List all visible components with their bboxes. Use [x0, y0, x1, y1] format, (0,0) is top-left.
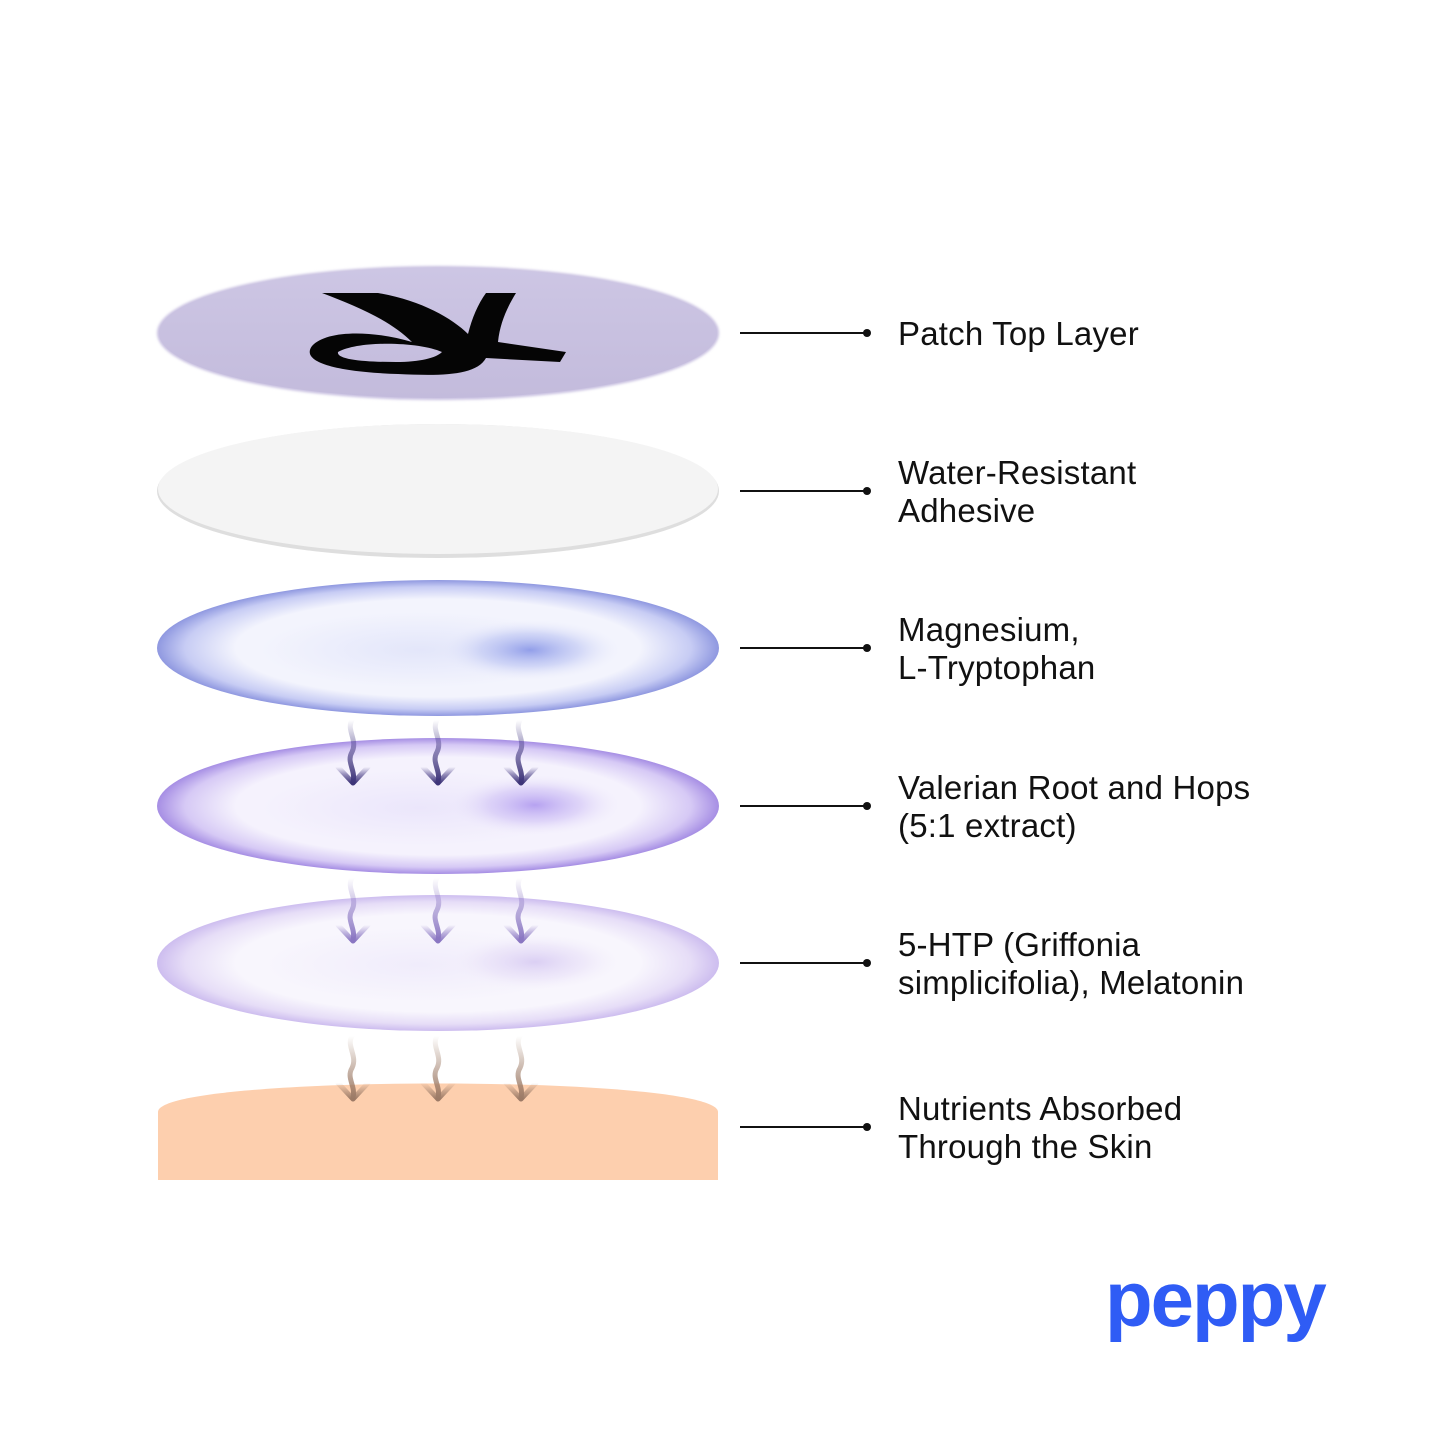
label-line: Water-Resistant — [898, 454, 1137, 491]
downward-squiggle-arrow-icon — [420, 875, 456, 944]
peppy-logo-mark-icon — [309, 293, 566, 375]
label-line: (5:1 extract) — [898, 807, 1077, 844]
arrows-row-2 — [335, 875, 539, 944]
label-valerian: Valerian Root and Hops (5:1 extract) — [898, 769, 1418, 845]
brand-wordmark: peppy — [1105, 1268, 1326, 1343]
valerian-layer-disc — [157, 738, 719, 874]
leader-line-top — [740, 329, 871, 337]
downward-squiggle-arrow-icon — [503, 717, 539, 786]
downward-squiggle-arrow-icon — [420, 717, 456, 786]
label-line: Valerian Root and Hops — [898, 769, 1251, 806]
leader-line-adhesive — [740, 487, 871, 495]
downward-squiggle-arrow-icon — [503, 1033, 539, 1102]
htp-layer-disc — [157, 895, 719, 1031]
patch-top-layer-disc — [157, 266, 719, 400]
downward-squiggle-arrow-icon — [503, 875, 539, 944]
label-line: Magnesium, — [898, 611, 1080, 648]
leader-lines — [740, 329, 871, 1131]
downward-squiggle-arrow-icon — [335, 717, 371, 786]
downward-squiggle-arrow-icon — [335, 875, 371, 944]
label-htp: 5-HTP (Griffonia simplicifolia), Melaton… — [898, 926, 1418, 1002]
label-water-resistant-adhesive: Water-Resistant Adhesive — [898, 454, 1418, 530]
label-line: Patch Top Layer — [898, 315, 1139, 352]
label-line: Nutrients Absorbed — [898, 1090, 1183, 1127]
label-magnesium: Magnesium, L-Tryptophan — [898, 611, 1418, 687]
label-line: Through the Skin — [898, 1128, 1153, 1165]
magnesium-layer-disc — [157, 580, 719, 716]
downward-squiggle-arrow-icon — [420, 1033, 456, 1102]
leader-line-magnesium — [740, 644, 871, 652]
leader-line-htp — [740, 959, 871, 967]
downward-squiggle-arrow-icon — [335, 1033, 371, 1102]
label-line: Adhesive — [898, 492, 1036, 529]
leader-line-valerian — [740, 802, 871, 810]
label-line: 5-HTP (Griffonia — [898, 926, 1141, 963]
arrows-row-3 — [335, 1033, 539, 1102]
arrows-row-1 — [335, 717, 539, 786]
peppy-brand-logo: peppy — [1105, 1268, 1328, 1343]
adhesive-layer-disc — [157, 424, 719, 558]
label-skin: Nutrients Absorbed Through the Skin — [898, 1090, 1418, 1166]
leader-line-skin — [740, 1123, 871, 1131]
label-patch-top-layer: Patch Top Layer — [898, 315, 1418, 353]
label-line: simplicifolia), Melatonin — [898, 964, 1245, 1001]
label-line: L-Tryptophan — [898, 649, 1096, 686]
skin-layer — [158, 1083, 718, 1180]
